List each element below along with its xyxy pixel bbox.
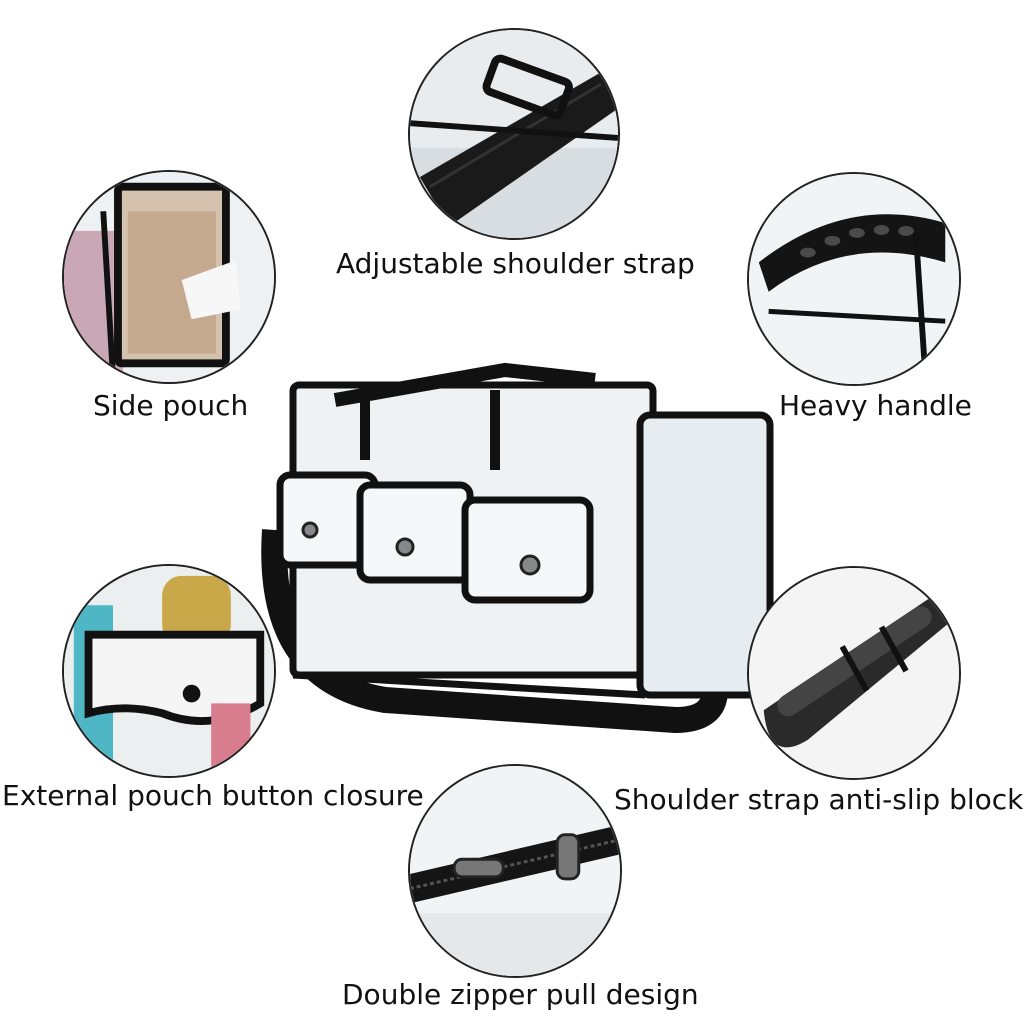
button-closure-photo [62, 564, 276, 778]
side-pouch-photo [62, 170, 276, 384]
zipper-photo [408, 764, 622, 978]
anti-slip-label: Shoulder strap anti-slip block [614, 783, 1024, 816]
handle-photo [747, 172, 961, 386]
button-closure-label: External pouch button closure [2, 779, 424, 812]
adjustable-strap-label: Adjustable shoulder strap [336, 247, 695, 280]
handle-label: Heavy handle [779, 389, 972, 422]
side-pouch-label: Side pouch [93, 389, 249, 422]
anti-slip-pad-photo [747, 566, 961, 780]
adjustable-strap-photo [408, 28, 620, 240]
zipper-label: Double zipper pull design [342, 978, 699, 1011]
clear-bag-photo [245, 360, 785, 750]
